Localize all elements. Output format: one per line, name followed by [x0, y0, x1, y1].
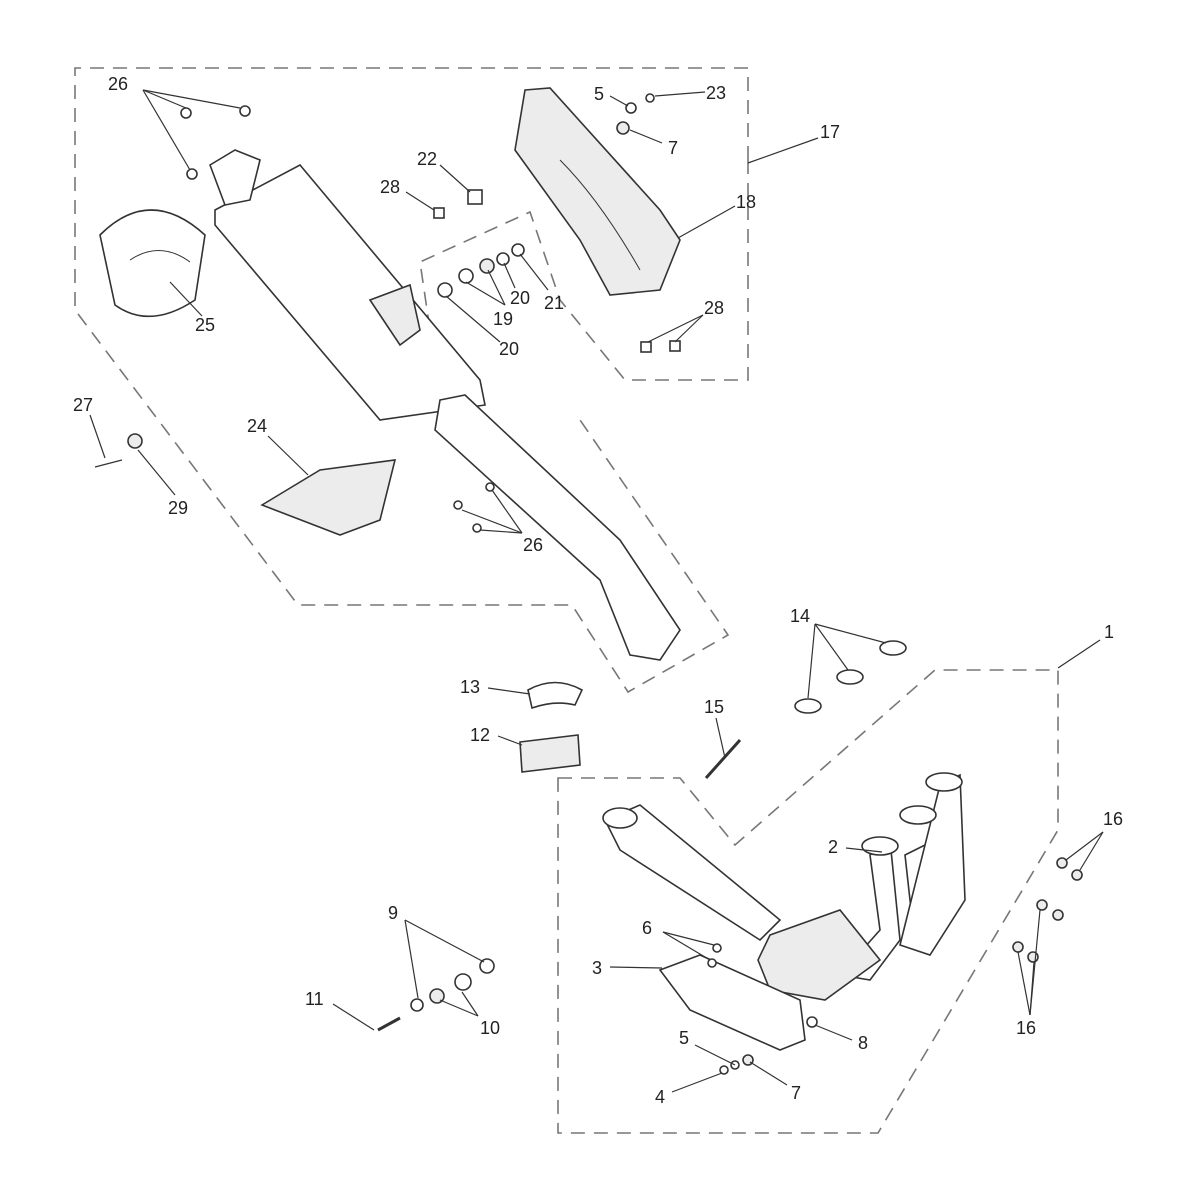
callout-5: 5 — [594, 84, 604, 104]
callout-7: 7 — [668, 138, 678, 158]
end-cap[interactable] — [99, 209, 206, 318]
callout-8: 8 — [858, 1033, 868, 1053]
callout-12: 12 — [470, 725, 490, 745]
callout-13: 13 — [460, 677, 480, 697]
callout-27: 27 — [73, 395, 93, 415]
callout-22: 22 — [417, 149, 437, 169]
callout-9: 9 — [388, 903, 398, 923]
leader-lines — [89, 89, 1104, 1093]
clamp[interactable] — [527, 681, 584, 710]
gaskets[interactable] — [794, 640, 907, 714]
callout-19: 19 — [493, 309, 513, 329]
header-group-boundary — [557, 669, 1059, 1134]
callout-21: 21 — [544, 293, 564, 313]
callout-1: 1 — [1104, 622, 1114, 642]
callout-17: 17 — [820, 122, 840, 142]
callout-15: 15 — [704, 697, 724, 717]
callout-24: 24 — [247, 416, 267, 436]
callout-4: 4 — [655, 1087, 665, 1107]
callout-26: 26 — [108, 74, 128, 94]
callout-14: 14 — [790, 606, 810, 626]
callout-29: 29 — [168, 498, 188, 518]
header-pipes[interactable] — [602, 772, 966, 1001]
heat-shield[interactable] — [514, 87, 681, 296]
callout-18: 18 — [736, 192, 756, 212]
callout-10: 10 — [480, 1018, 500, 1038]
callout-2: 2 — [828, 837, 838, 857]
callout-23: 23 — [706, 83, 726, 103]
callout-3: 3 — [592, 958, 602, 978]
callout-28: 28 — [704, 298, 724, 318]
callout-28: 28 — [380, 177, 400, 197]
callout-26: 26 — [523, 535, 543, 555]
sensor[interactable] — [704, 738, 742, 780]
fasteners — [94, 93, 681, 533]
callout-20: 20 — [499, 339, 519, 359]
lower-heat-guard[interactable] — [260, 459, 397, 536]
silencer[interactable] — [209, 149, 681, 661]
sleeve[interactable] — [519, 734, 581, 773]
callout-20: 20 — [510, 288, 530, 308]
pre-silencer[interactable] — [658, 954, 806, 1051]
callout-5: 5 — [679, 1028, 689, 1048]
callout-6: 6 — [642, 918, 652, 938]
callout-11: 11 — [305, 989, 324, 1009]
callout-labels: 26 5 23 17 7 22 28 18 20 21 19 20 25 28 … — [73, 74, 1123, 1107]
heat-shield-group-boundary — [419, 160, 749, 381]
callout-16: 16 — [1016, 1018, 1036, 1038]
callout-7: 7 — [791, 1083, 801, 1103]
callout-25: 25 — [195, 315, 215, 335]
callout-16: 16 — [1103, 809, 1123, 829]
